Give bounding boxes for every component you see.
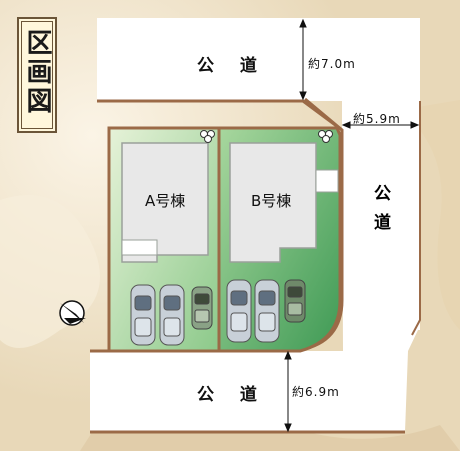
dimension-arrow	[341, 121, 420, 129]
car-icon	[159, 284, 185, 346]
marble-swirl	[400, 100, 460, 330]
compass-icon	[59, 300, 86, 326]
north-road-label: 公 道	[197, 56, 267, 76]
car-icon	[254, 279, 280, 343]
north-road	[97, 18, 420, 101]
east-road	[342, 101, 420, 351]
dimension-arrow	[299, 18, 307, 101]
lot-a-label: A号棟	[145, 192, 186, 210]
house-b-porch	[315, 169, 339, 193]
car-icon	[191, 286, 213, 330]
south-road-label: 公 道	[197, 385, 267, 405]
page-title: 区画図	[22, 29, 52, 116]
tree-icon	[318, 130, 333, 143]
road-boundary	[411, 101, 421, 336]
house-b	[229, 142, 317, 263]
east-road-label: 公道	[370, 184, 390, 242]
dimension-arrow	[284, 350, 292, 433]
south-road	[90, 351, 408, 432]
south-road-width: 約6.9m	[292, 385, 340, 399]
east-road-width: 約5.9m	[353, 112, 401, 126]
lot-b-label: B号棟	[251, 192, 292, 210]
title-frame: 区画図	[17, 17, 57, 133]
north-road-width: 約7.0m	[308, 57, 356, 71]
car-icon	[226, 279, 252, 343]
car-icon	[130, 284, 156, 346]
tree-icon	[200, 130, 215, 143]
car-icon	[284, 279, 306, 323]
house-a-porch	[121, 239, 158, 256]
